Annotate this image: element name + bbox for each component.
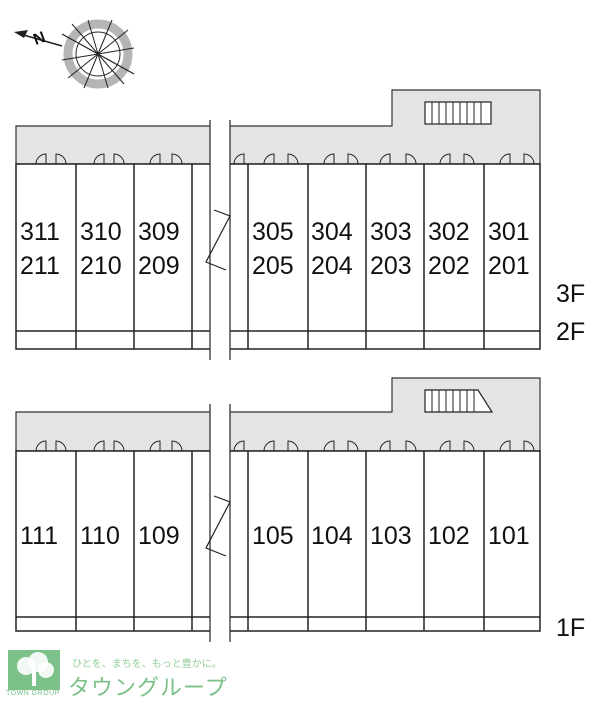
- unit-309: 309: [138, 218, 180, 246]
- lower-corridor: [15, 377, 541, 452]
- stairs-icon: [424, 389, 494, 413]
- door-icons: [35, 440, 535, 452]
- upper-block: 311 211 310 210 309 209 305 205 304 204 …: [15, 89, 585, 360]
- unit-205: 205: [252, 252, 294, 280]
- tagline: ひとを、まちを、もっと豊かに。: [72, 659, 222, 670]
- unit-103: 103: [370, 522, 412, 550]
- compass-icon: N: [14, 19, 135, 89]
- unit-303: 303: [370, 218, 412, 246]
- lower-block: 111 110 109 105 104 103 102 101 1F: [15, 377, 585, 642]
- unit-201: 201: [488, 252, 530, 280]
- unit-210: 210: [80, 252, 122, 280]
- floor-label-3f: 3F: [556, 280, 585, 308]
- unit-204: 204: [311, 252, 353, 280]
- unit-310: 310: [80, 218, 122, 246]
- town-group-tree-logo-icon: [8, 650, 60, 690]
- unit-301: 301: [488, 218, 530, 246]
- unit-209: 209: [138, 252, 180, 280]
- unit-104: 104: [311, 522, 353, 550]
- unit-110: 110: [80, 522, 120, 550]
- stairs-icon: [424, 101, 492, 125]
- unit-302: 302: [428, 218, 470, 246]
- brand-name: タウングループ: [68, 676, 228, 701]
- unit-102: 102: [428, 522, 470, 550]
- upper-corridor: [15, 89, 541, 165]
- unit-101: 101: [488, 522, 530, 550]
- floor-label-1f: 1F: [556, 614, 585, 642]
- compass-north-label: N: [31, 29, 48, 49]
- unit-111: 111: [20, 522, 58, 550]
- floor-label-2f: 2F: [556, 318, 585, 346]
- unit-211: 211: [20, 252, 60, 280]
- unit-304: 304: [311, 218, 353, 246]
- door-icons: [35, 153, 535, 165]
- unit-202: 202: [428, 252, 470, 280]
- unit-311: 311: [20, 218, 60, 246]
- unit-109: 109: [138, 522, 180, 550]
- logo-text: TOWN GROUP: [6, 690, 60, 697]
- upper-building: [15, 163, 541, 350]
- unit-203: 203: [370, 252, 412, 280]
- unit-105: 105: [252, 522, 294, 550]
- unit-305: 305: [252, 218, 294, 246]
- lower-building: [15, 450, 541, 632]
